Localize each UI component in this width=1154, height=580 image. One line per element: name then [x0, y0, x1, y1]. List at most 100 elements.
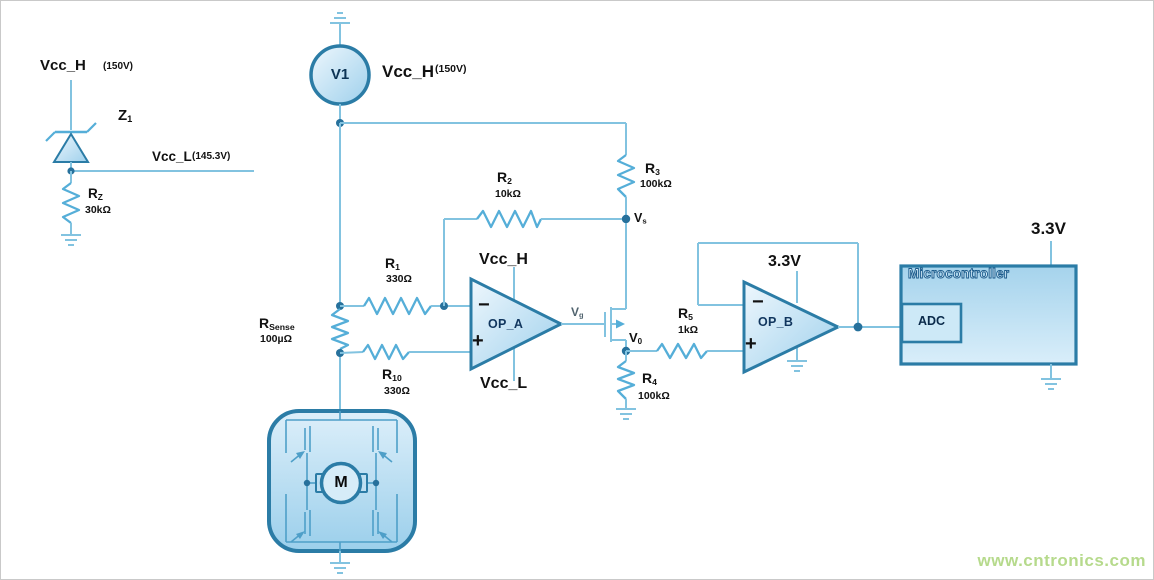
label-r4: R4: [642, 371, 657, 387]
ground-mcu: [1041, 378, 1061, 390]
net-value: (150V): [435, 63, 467, 75]
net-name: Vcc_H: [479, 251, 528, 268]
opa-minus-sign: −: [478, 295, 490, 315]
opamp-a-symbol: [469, 267, 605, 381]
mcu-block: [899, 241, 1078, 379]
label-motor: M: [326, 475, 356, 491]
net-value: (150V): [103, 61, 134, 72]
resistor-rsense-symbol: [330, 302, 350, 357]
resistor-rz-symbol: [61, 171, 81, 235]
voltage-source-v1-symbol: [309, 44, 371, 127]
ref-prefix: R: [382, 366, 393, 382]
label-r5: R5: [678, 306, 693, 322]
label-net-vg: Vg: [571, 306, 584, 319]
source-name: V1: [330, 66, 350, 83]
ref-prefix: R: [645, 160, 656, 176]
ref-sub: 1: [395, 261, 400, 272]
ref-sub: 3: [655, 166, 660, 177]
ref-value: 330Ω: [384, 385, 410, 397]
label-opa-name: OP_A: [488, 318, 523, 331]
resistor-r4-symbol: [616, 351, 636, 409]
label-rz: RZ: [88, 187, 103, 201]
net-name: Vcc_H: [382, 62, 434, 81]
label-z1: Z1: [118, 108, 132, 124]
label-vccl-zener: Vcc_L: [152, 150, 192, 164]
net-value: (145.3V): [192, 151, 231, 162]
label-mcu-title: Microcontroller: [908, 266, 1010, 281]
label-v1: V1: [312, 67, 368, 82]
label-opb-supply: 3.3V: [768, 254, 801, 270]
ground-zener: [61, 234, 81, 246]
ref-value: 100kΩ: [638, 390, 670, 402]
plus: +: [472, 330, 484, 352]
label-r2: R2: [497, 170, 512, 186]
label-r1-value: 330Ω: [386, 274, 412, 285]
net-sub: g: [579, 310, 584, 320]
ref-sub: 2: [507, 175, 512, 186]
net-name: Vcc_L: [480, 375, 528, 392]
label-r2-value: 10kΩ: [495, 189, 521, 200]
net-name: 3.3V: [768, 253, 801, 270]
label-v1-net: Vcc_H: [382, 63, 434, 80]
resistor-r3-symbol: [616, 123, 636, 219]
ref-prefix: R: [678, 305, 689, 321]
minus: −: [752, 291, 764, 313]
ref-value: 10kΩ: [495, 188, 521, 200]
motor-name: M: [334, 474, 348, 491]
label-r5-value: 1kΩ: [678, 325, 698, 336]
ref-prefix: R: [88, 186, 98, 201]
node-vs: [621, 214, 631, 224]
label-adc: ADC: [902, 315, 961, 328]
watermark: www.cntronics.com: [977, 551, 1146, 570]
hbridge-fets: [285, 411, 398, 551]
minus: −: [478, 294, 490, 316]
net-sub: 0: [637, 336, 643, 346]
label-r10: R10: [382, 367, 402, 383]
net-prefix: V: [629, 330, 638, 345]
label-rsense-value: 100µΩ: [260, 334, 292, 345]
ground-v1: [330, 12, 350, 46]
net-prefix: V: [634, 211, 643, 225]
ref-sub: 10: [392, 372, 402, 383]
resistor-r1-symbol: [340, 296, 471, 316]
ref-value: 330Ω: [386, 273, 412, 285]
mcu-name: Microcontroller: [908, 266, 1010, 281]
ref-value: 100µΩ: [260, 333, 292, 345]
net-name: Vcc_L: [152, 149, 192, 164]
label-opa-supply-bottom: Vcc_L: [480, 376, 527, 392]
ref-prefix: R: [259, 315, 270, 331]
motor-symbol: [315, 461, 368, 505]
label-r3-value: 100kΩ: [640, 179, 672, 190]
ref-value: 1kΩ: [678, 324, 699, 336]
ref-sub: Sense: [269, 321, 295, 332]
ref-value: 30kΩ: [85, 204, 111, 216]
label-opa-supply-top: Vcc_H: [479, 252, 528, 268]
opa-plus-sign: +: [472, 331, 484, 351]
opb-minus-sign: −: [752, 292, 764, 312]
plus: +: [745, 333, 757, 355]
ref-sub: 5: [688, 311, 693, 322]
mosfet-symbol: [604, 223, 627, 351]
ground-motor: [330, 562, 350, 574]
resistor-r10-symbol: [339, 343, 471, 361]
label-r3: R3: [645, 161, 660, 177]
label-vcch-zener-value: (150V): [103, 62, 133, 72]
label-vcch-zener: Vcc_H: [40, 58, 86, 73]
label-vccl-zener-value: (145.3V): [192, 152, 230, 162]
label-mcu-supply: 3.3V: [1031, 220, 1066, 237]
zener-diode-z1: [45, 80, 254, 175]
resistor-r2-symbol: [443, 209, 622, 306]
net-sub: s: [642, 216, 647, 226]
adc-box: [900, 302, 963, 344]
ref-sub: Z: [97, 191, 103, 202]
label-net-vs: Vs: [634, 212, 647, 225]
label-rz-value: 30kΩ: [85, 205, 111, 216]
opamp-name: OP_A: [488, 317, 524, 331]
ground-r4: [616, 408, 636, 420]
opb-plus-sign: +: [745, 334, 757, 354]
adc-name: ADC: [917, 314, 946, 328]
net-name: 3.3V: [1031, 219, 1066, 238]
label-opb-name: OP_B: [758, 316, 793, 329]
